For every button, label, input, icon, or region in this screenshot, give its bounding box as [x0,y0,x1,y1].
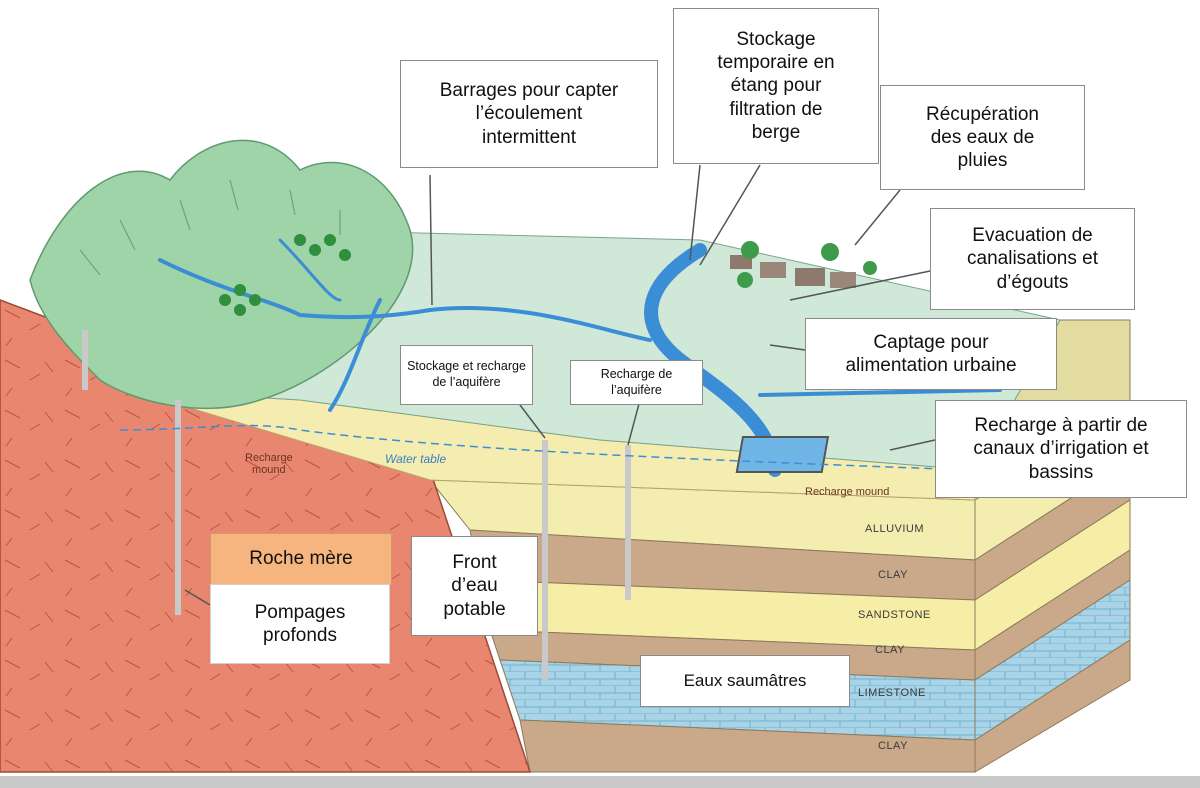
water-table-label: Water table [385,452,447,466]
forest [219,234,351,316]
village [730,241,877,288]
water-table-line [119,424,971,471]
layer-label-sandstone: SANDSTONE [858,609,931,621]
irrigation-basin [735,436,830,473]
callout-stockage-etang: Stockage temporaire en étang pour filtra… [673,8,879,164]
callout-eaux-saumatres: Eaux saumâtres [640,655,850,707]
hills [29,139,414,410]
wells [82,330,631,680]
leader-lines [184,164,936,606]
callout-recuperation: Récupération des eaux de pluies [880,85,1085,190]
callout-barrages: Barrages pour capter l’écoulement interm… [400,60,658,168]
recharge-mound-right-label: Recharge mound [805,486,890,498]
callout-stockage-recharge: Stockage et recharge de l’aquifère [400,345,533,405]
recharge-mound-left-label: Recharge mound [245,452,293,477]
layer-label-clay-2: CLAY [875,644,905,656]
bottom-border [0,776,1200,788]
callout-recharge-canaux: Recharge à partir de canaux d’irrigation… [935,400,1187,498]
front-face-strata [428,479,976,773]
layer-label-limestone: LIMESTONE [858,687,926,699]
layer-label-clay-1: CLAY [878,569,908,581]
layer-label-clay-3: CLAY [878,740,908,752]
callout-pompages: Pompages profonds [210,584,390,664]
callout-roche-mere: Roche mère [210,533,392,585]
layer-label-alluvium: ALLUVIUM [865,523,925,535]
callout-evacuation: Evacuation de canalisations et d’égouts [930,208,1135,310]
callout-captage: Captage pour alimentation urbaine [805,318,1057,390]
callout-recharge-aquifere: Recharge de l’aquifère [570,360,703,405]
callout-front-eau: Front d’eau potable [411,536,538,636]
